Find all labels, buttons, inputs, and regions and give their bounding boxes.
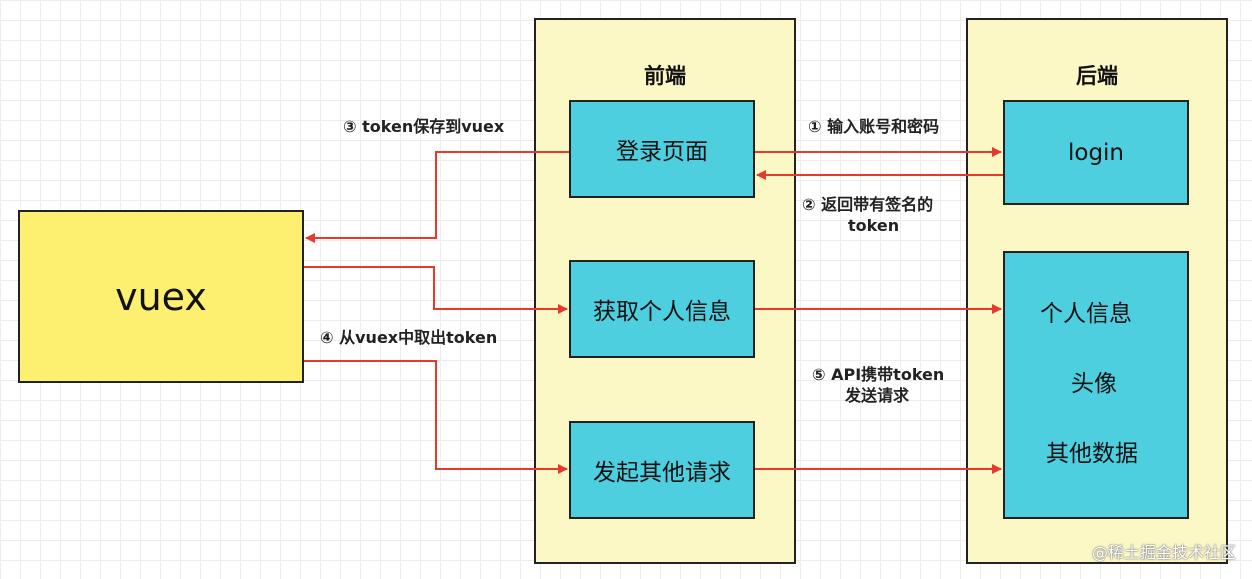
arrow-step4	[304, 360, 568, 474]
step2-label-line2: token	[848, 216, 900, 235]
login-page-box: 登录页面	[569, 100, 755, 198]
login-page-label: 登录页面	[616, 139, 708, 165]
vuex-label: vuex	[115, 274, 207, 319]
backend-data-personal-info: 个人信息	[1040, 301, 1132, 327]
backend-data-box	[1003, 251, 1189, 519]
login-endpoint-label: login	[1067, 139, 1125, 166]
watermark: @稀土掘金技术社区	[1091, 543, 1236, 562]
step5-label-line1: ⑤ API携带token	[812, 365, 945, 384]
other-requests-box: 发起其他请求	[569, 421, 755, 519]
get-personal-info-label: 获取个人信息	[593, 299, 731, 325]
get-personal-info-box: 获取个人信息	[569, 260, 755, 358]
arrow-vuex-to-info	[304, 266, 568, 314]
step4-label: ④ 从vuex中取出token	[320, 328, 498, 347]
backend-data-other: 其他数据	[1046, 441, 1138, 467]
step3-label: ③ token保存到vuex	[343, 117, 505, 136]
step5-label-line2: 发送请求	[845, 386, 910, 405]
backend-lane-title: 后端	[1076, 64, 1118, 88]
arrow-step3	[305, 151, 569, 243]
frontend-lane-title: 前端	[644, 64, 686, 88]
step2-label-line1: ② 返回带有签名的	[802, 195, 934, 214]
vuex-store: vuex	[18, 210, 304, 383]
backend-data-avatar: 头像	[1071, 371, 1117, 397]
step1-label: ① 输入账号和密码	[808, 117, 940, 136]
other-requests-label: 发起其他请求	[593, 460, 731, 486]
login-endpoint-box: login	[1003, 100, 1189, 205]
